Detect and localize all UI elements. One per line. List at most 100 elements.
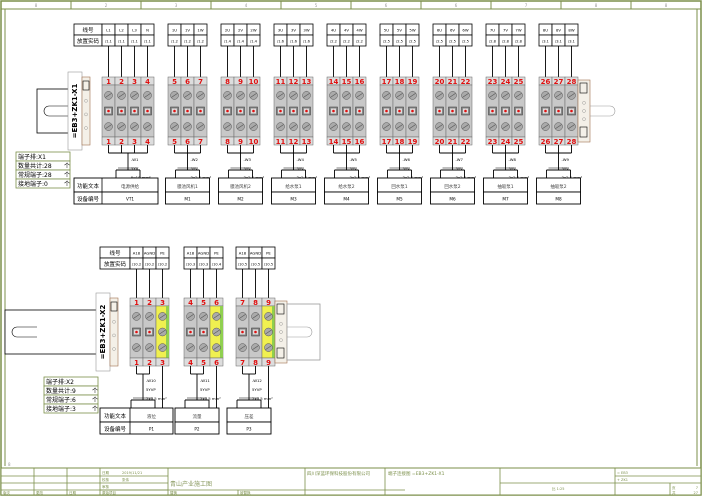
din-rail-left — [4, 309, 109, 355]
terminal-number-top: 9 — [266, 299, 271, 307]
bridge-dot — [254, 330, 257, 334]
strip-info-normal: 常规端子:6 — [46, 396, 76, 404]
zone-label: 7 — [525, 3, 528, 8]
strip-info-ground: 接地端子:3 — [46, 405, 76, 413]
terminal-block: 44 — [183, 297, 198, 367]
position-code: /3.1 — [568, 40, 575, 44]
wire-no: A18 — [187, 251, 195, 256]
wire-no: PE — [214, 251, 219, 256]
terminal-block: 44 — [140, 76, 155, 146]
zone-label: 3 — [175, 3, 178, 8]
terminal-number-top: 21 — [448, 78, 458, 86]
function-text: 液位 — [147, 413, 156, 420]
terminal-group: 3U/1.611113V/1.612123W/1.61313-W45YV3x2.… — [271, 23, 318, 205]
terminal-number-bottom: 1 — [134, 359, 139, 367]
position-code: /10.4 — [212, 263, 222, 267]
terminal-number-bottom: 8 — [253, 359, 258, 367]
zone-label: 6 — [385, 3, 388, 8]
cable-label: -W12 — [252, 378, 262, 383]
cable-label: -W4 — [297, 157, 305, 162]
cable-label: -W2 — [191, 157, 199, 162]
device-no-box — [99, 421, 174, 435]
terminal-number-bottom: 26 — [541, 138, 551, 146]
function-text: 电源供给 — [121, 183, 139, 190]
ground-stripe — [166, 306, 169, 358]
zone-label: 8 — [35, 3, 38, 8]
title-block-approve-label: 审核 — [102, 484, 109, 489]
cable-label: -W3 — [244, 157, 252, 162]
position-code: /1.1 — [105, 40, 112, 44]
wire-no: AGND — [250, 251, 261, 256]
device-no-box — [430, 191, 475, 205]
wire-no: 5W — [409, 28, 415, 33]
terminal-block: 55 — [167, 76, 182, 146]
terminal-number-bottom: 2 — [147, 359, 152, 367]
terminal-block: 77 — [235, 297, 250, 367]
title-block-change-label: 更改 — [36, 490, 43, 495]
device-no: M5 — [396, 197, 403, 202]
unit-label: 个 — [92, 406, 98, 413]
bridge-dot — [133, 109, 136, 113]
terminal-block: 11 — [101, 76, 116, 146]
title-block-replaced-label: 被替换 — [240, 490, 251, 495]
title-block-total-pages: 27 — [694, 491, 698, 495]
bridge-dot — [189, 330, 192, 334]
terminal-block: 77 — [193, 76, 208, 146]
position-code: /2.5 — [436, 40, 443, 44]
terminal-number-bottom: 1 — [106, 138, 111, 146]
bridge-dot — [146, 109, 149, 113]
bridge-dot — [504, 109, 507, 113]
position-code: /2.2 — [330, 40, 337, 44]
position-code: /1.4 — [250, 40, 258, 44]
bridge-dot — [398, 109, 401, 113]
terminal-number-bottom: 6 — [185, 138, 190, 146]
title-block-rev-label: 版次 — [3, 490, 10, 495]
title-block-loc-label: + ZK1 — [617, 478, 628, 482]
terminal-group: A18/10.344AGND/10.355PE/10.466-W115YVP2x… — [174, 246, 224, 435]
function-text: 膜池风机2 — [230, 183, 251, 190]
device-no: P1 — [149, 427, 155, 432]
terminal-number-top: 18 — [395, 78, 405, 86]
device-no: M4 — [343, 197, 350, 202]
device-no-box — [174, 421, 220, 435]
function-text-label: 功能文本 — [104, 412, 127, 420]
title-block — [0, 467, 702, 496]
title-block-project: 青山产业施工图 — [170, 480, 212, 488]
unit-label: 个 — [92, 397, 98, 404]
device-no: VT1 — [126, 197, 134, 202]
title-block-company: 四川深蓝环保科技股份有限公司 — [307, 470, 370, 477]
terminal-number-bottom: 19 — [408, 138, 418, 146]
terminal-group: 6U/2.520206V/2.521216W/2.52222-W75YV3x2.… — [430, 23, 477, 205]
ground-stripe — [220, 306, 223, 358]
title-block-checker: 张伟 — [122, 477, 129, 482]
cable-label: 5YV — [456, 166, 464, 171]
unit-label: 个 — [64, 172, 70, 179]
position-code: /2.8 — [515, 40, 523, 44]
terminal-group: 线号放置实码A18/10.211AGND/10.222PE/10.233-W10… — [99, 246, 174, 435]
title-block-scale: 比 1:25 — [552, 486, 564, 491]
terminal-number-bottom: 10 — [249, 138, 259, 146]
device-no: M8 — [555, 197, 562, 202]
terminal-number-top: 1 — [106, 78, 111, 86]
terminal-block: 33 — [155, 297, 170, 367]
zone-label: 2 — [105, 3, 108, 8]
cable-label: -W8 — [509, 157, 517, 162]
terminal-block: 66 — [209, 297, 224, 367]
terminal-number-top: 19 — [408, 78, 418, 86]
bridge-dot — [241, 330, 244, 334]
terminal-number-top: 1 — [134, 299, 139, 307]
position-code: /2.5 — [383, 40, 390, 44]
position-code: /2.5 — [462, 40, 469, 44]
bridge-dot — [385, 109, 388, 113]
terminal-block: 99 — [233, 76, 248, 146]
cable-label: 5YV — [350, 166, 358, 171]
bridge-dot — [107, 109, 110, 113]
strip-info-title: 端子排:X2 — [46, 378, 74, 386]
